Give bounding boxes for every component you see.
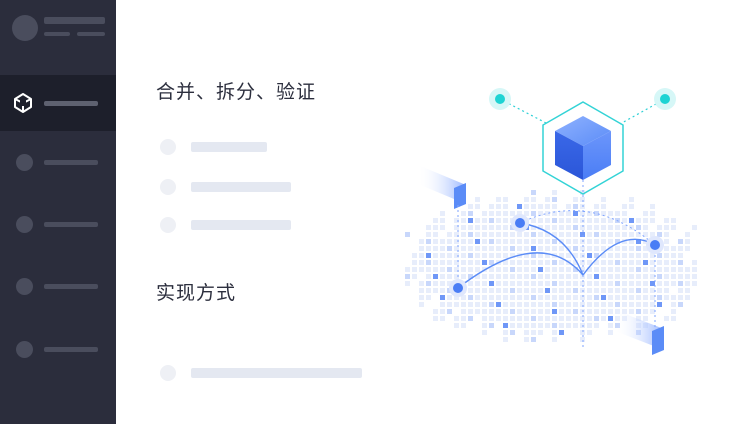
- sidebar-item-3[interactable]: [0, 267, 116, 307]
- bullet-icon: [160, 365, 176, 381]
- section-title-merge-split-verify: 合并、拆分、验证: [156, 81, 317, 103]
- circle-icon: [16, 216, 33, 233]
- sidebar-item-label-placeholder: [44, 284, 98, 289]
- text-placeholder: [191, 182, 291, 192]
- sidebar-item-label-placeholder: [44, 222, 98, 227]
- sidebar-item-active[interactable]: [0, 75, 116, 131]
- sidebar-item-label-placeholder: [44, 160, 98, 165]
- user-subtitle-placeholder: [44, 32, 70, 36]
- bullet-icon: [160, 179, 176, 195]
- section-title-implementation: 实现方式: [156, 282, 237, 304]
- unity-logo-icon: [14, 93, 32, 113]
- user-name-placeholder: [44, 17, 105, 24]
- sidebar-item-label-placeholder: [44, 347, 98, 352]
- main-content: 合并、拆分、验证 实现方式: [116, 0, 741, 424]
- sidebar-item-2[interactable]: [0, 205, 116, 245]
- text-placeholder: [191, 220, 291, 230]
- sidebar-item-4[interactable]: [0, 330, 116, 370]
- avatar[interactable]: [12, 15, 38, 41]
- sidebar: [0, 0, 116, 424]
- circle-icon: [16, 341, 33, 358]
- text-placeholder: [191, 142, 267, 152]
- sidebar-item-1[interactable]: [0, 143, 116, 183]
- bullet-icon: [160, 217, 176, 233]
- sidebar-item-label-placeholder: [44, 101, 98, 106]
- cube-network-icon: [405, 88, 697, 355]
- bullet-icon: [160, 139, 176, 155]
- text-placeholder: [191, 368, 362, 378]
- circle-icon: [16, 154, 33, 171]
- user-subtitle-placeholder-2: [77, 32, 105, 36]
- circle-icon: [16, 278, 33, 295]
